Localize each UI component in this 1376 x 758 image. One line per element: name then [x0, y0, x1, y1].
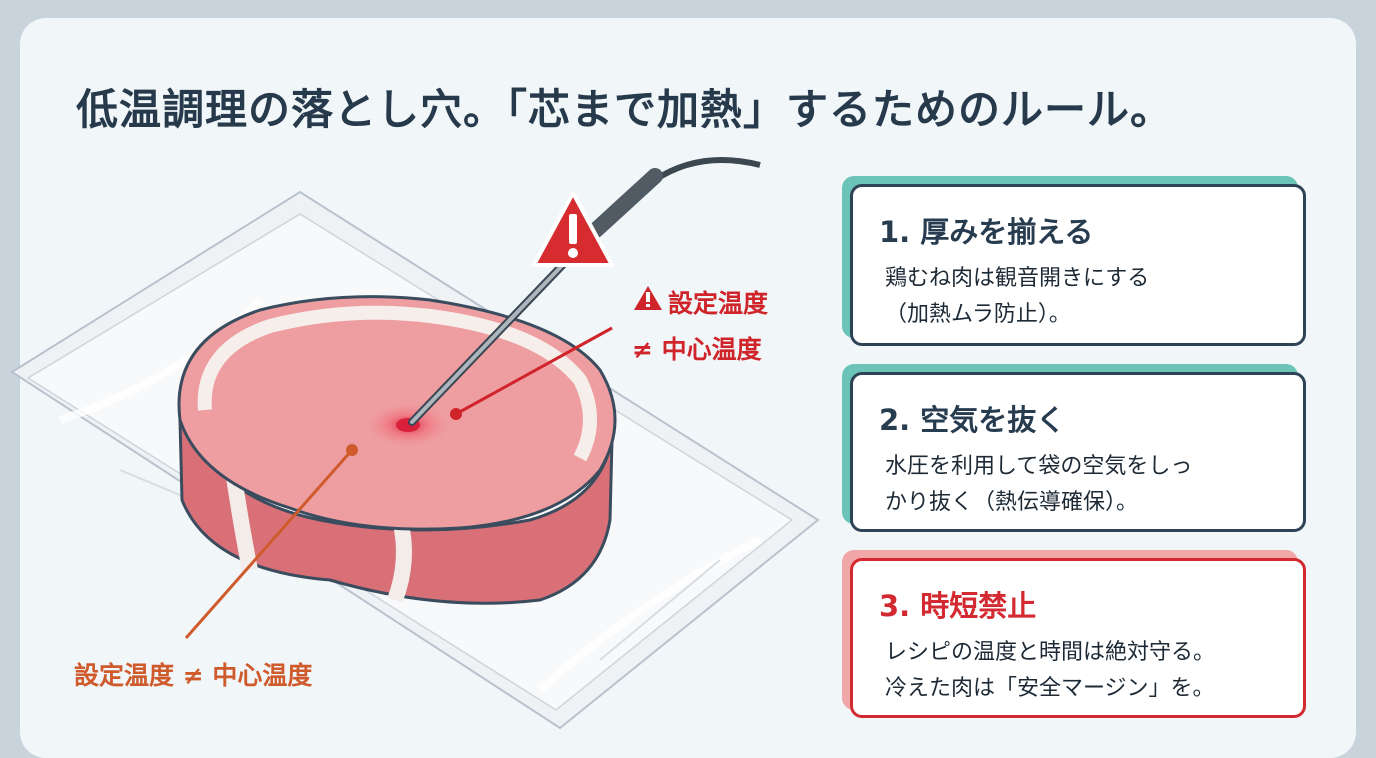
rule-description: 水圧を利用して袋の空気をしっ かり抜く（熱伝導確保）。	[885, 454, 1193, 515]
setting-temp-pointer	[184, 444, 358, 639]
warning-label-line2: ≠ 中心温度	[632, 335, 762, 364]
rule-title: 3. 時短禁止	[879, 589, 1037, 623]
rule-card-3: 3. 時短禁止 レシピの温度と時間は絶対守る。 冷えた肉は「安全マージン」を。	[850, 558, 1306, 718]
rule-description: 鶏むね肉は観音開きにする （加熱ムラ防止）。	[885, 266, 1150, 327]
rule-title: 2. 空気を抜く	[879, 403, 1066, 437]
warning-triangle-icon	[532, 191, 614, 267]
bottom-annotation: 設定温度 ≠ 中心温度	[74, 661, 313, 690]
warning-small-icon	[634, 286, 662, 310]
center-temp-pointer	[450, 326, 613, 420]
warning-label-line1: 設定温度	[668, 289, 769, 318]
rule-card-1: 1. 厚みを揃える 鶏むね肉は観音開きにする （加熱ムラ防止）。	[850, 184, 1306, 346]
sous-vide-illustration	[10, 157, 820, 730]
rule-card-2: 2. 空気を抜く 水圧を利用して袋の空気をしっ かり抜く（熱伝導確保）。	[850, 372, 1306, 532]
rule-description: レシピの温度と時間は絶対守る。 冷えた肉は「安全マージン」を。	[885, 640, 1216, 701]
page-title: 低温調理の落とし穴。「芯まで加熱」するためのルール。	[76, 85, 1174, 134]
rule-title: 1. 厚みを揃える	[879, 215, 1094, 249]
meat-slice	[177, 295, 617, 605]
